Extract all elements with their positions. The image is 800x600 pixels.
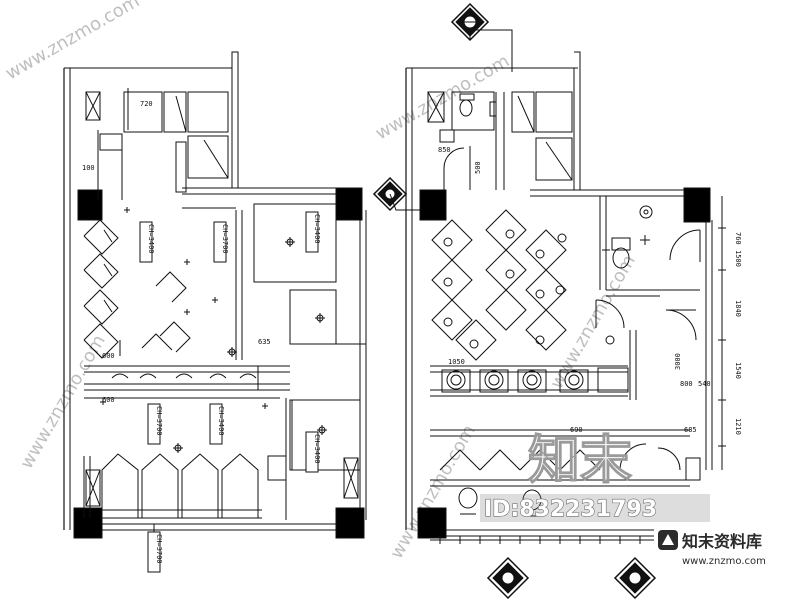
dimension-label: 1050 [448,358,465,366]
column-block [417,507,447,539]
dimension-label: 690 [570,426,583,434]
right-plan [389,29,726,544]
column-block [683,187,711,223]
logo-title: 知末资料库 [682,532,762,551]
dimension-label: 3000 [674,353,682,370]
logo-url: www.znzmo.com [682,556,766,567]
column-block [335,187,363,221]
dimension-label: 1840 [734,300,742,317]
stall-grid [431,209,615,361]
dimension-label: 635 [258,338,271,346]
ceiling-height-label: CH=3400 [217,406,225,436]
left-plan-labels: 720 100 635 600 600 CH=3400 CH=3700 CH=3… [82,100,321,564]
basins [441,369,589,393]
left-plan [63,51,367,573]
column-block [73,507,103,539]
column-block [335,507,365,539]
ceiling-height-label: CH=3700 [155,534,163,564]
dimension-label: 685 [684,426,697,434]
ceiling-height-label: CH=3700 [221,224,229,254]
column-block [419,189,447,221]
dimension-label: 800 [680,380,693,388]
watermark-id: ID:832231793 [484,497,657,522]
dimension-label: 100 [82,164,95,172]
compass-symbol-top [450,2,490,42]
dimension-label: 600 [102,352,115,360]
dimension-label: 600 [102,396,115,404]
compass-symbol-bottom-left [486,556,530,600]
dimension-label: 500 [474,161,482,174]
dimension-label: 720 [140,100,153,108]
watermark-overlay: 知末 ID:832231793 知末资料库 www.znzmo.com [480,430,794,572]
watermark-url: www.znzmo.com [16,331,110,472]
watermark-big-text: 知末 [528,431,632,491]
watermark-url: www.znzmo.com [2,0,143,84]
ceiling-lights [100,207,327,453]
ceiling-height-label: CH=3400 [313,214,321,244]
ceiling-height-label: CH=3400 [147,224,155,254]
compass-symbol-bottom-right [613,556,657,600]
dimension-label: 1210 [734,418,742,435]
site-logo: 知末资料库 www.znzmo.com [654,526,794,572]
right-plan-labels: 850 1050 500 760 1500 1840 1540 1210 800… [438,146,742,435]
dimension-label: 540 [698,380,711,388]
tick-marks [439,536,681,544]
dimension-label: 1500 [734,250,742,267]
logo-icon [658,530,678,550]
dimension-label: 850 [438,146,451,154]
dimension-label: 760 [734,232,742,245]
watermark-url: www.znzmo.com [386,421,480,562]
dimension-label: 1540 [734,362,742,379]
ceiling-height-label: CH=3700 [155,406,163,436]
ceiling-height-label: CH=3400 [313,434,321,464]
